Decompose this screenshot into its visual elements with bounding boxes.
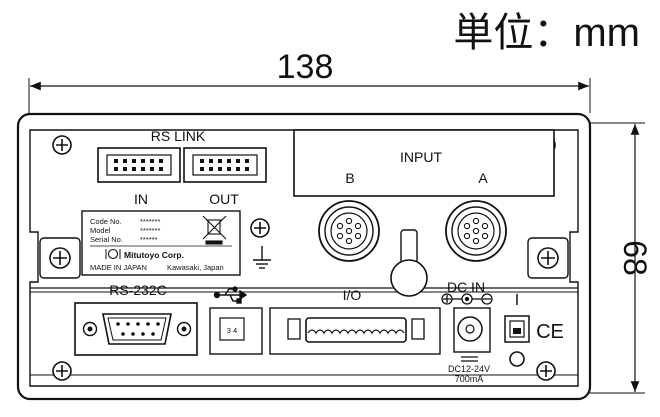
input-a-label: A <box>478 170 488 186</box>
location-label: Kawasaki, Japan <box>167 263 224 272</box>
ground-icon <box>253 246 271 269</box>
input-title: INPUT <box>400 149 442 165</box>
panel-face <box>29 129 579 387</box>
right-bracket <box>527 237 569 279</box>
screw-icon <box>52 361 72 381</box>
brand-logo-icon <box>105 248 121 260</box>
screw-icon <box>537 247 559 269</box>
dip-switch-labels: 3 4 <box>227 326 237 335</box>
rs-link-out-connector <box>183 147 267 183</box>
serial-label: Serial No. <box>90 235 123 244</box>
screw-icon <box>52 135 72 155</box>
model-label: Model <box>90 226 111 235</box>
screw-icon <box>49 247 71 269</box>
dc-polarity-icon <box>441 293 493 305</box>
rs-link-out-label: OUT <box>209 191 239 207</box>
io-label: I/O <box>343 287 362 303</box>
power-switch-label: I <box>515 292 519 309</box>
height-dimension: 68 <box>586 122 653 394</box>
input-a-connector <box>445 200 507 262</box>
left-bracket <box>39 237 81 279</box>
input-b-connector <box>318 200 380 262</box>
serial-value: ****** <box>140 235 158 244</box>
width-value: 138 <box>277 48 334 86</box>
rs-link-title: RS LINK <box>151 128 206 144</box>
width-dimension: 138 <box>28 48 591 113</box>
rs232c-label: RS-232C <box>109 282 167 298</box>
power-switch[interactable] <box>504 315 530 343</box>
power-spec-current: 700mA <box>455 374 484 384</box>
dc-in-label: DC IN <box>447 279 485 295</box>
rs-link-in-connector <box>97 147 181 183</box>
input-b-label: B <box>345 170 354 186</box>
nameplate: Code No. ******* Model ******* Serial No… <box>81 210 241 276</box>
model-value: ******* <box>140 226 161 235</box>
code-value: ******* <box>140 217 161 226</box>
io-connector <box>269 307 441 355</box>
brand-name: Mitutoyo Corp. <box>124 250 184 260</box>
code-label: Code No. <box>90 217 122 226</box>
ce-mark: CE <box>536 321 564 343</box>
power-led-icon <box>509 351 525 367</box>
unit-label: 単位：mm <box>453 11 640 55</box>
dip-switch <box>219 317 245 341</box>
rs232c-connector <box>82 313 192 345</box>
weee-bin-icon <box>202 215 227 245</box>
connector-cap <box>390 229 428 297</box>
rs-link-in-label: IN <box>134 191 148 207</box>
screw-icon <box>250 218 270 238</box>
screw-icon <box>536 361 556 381</box>
power-spec-voltage: DC12-24V <box>448 364 490 374</box>
dc-in-jack <box>453 307 491 353</box>
usb-icon <box>213 286 248 304</box>
height-value: 68 <box>617 240 653 276</box>
input-recess <box>293 129 555 197</box>
made-in-label: MADE IN JAPAN <box>90 263 147 272</box>
